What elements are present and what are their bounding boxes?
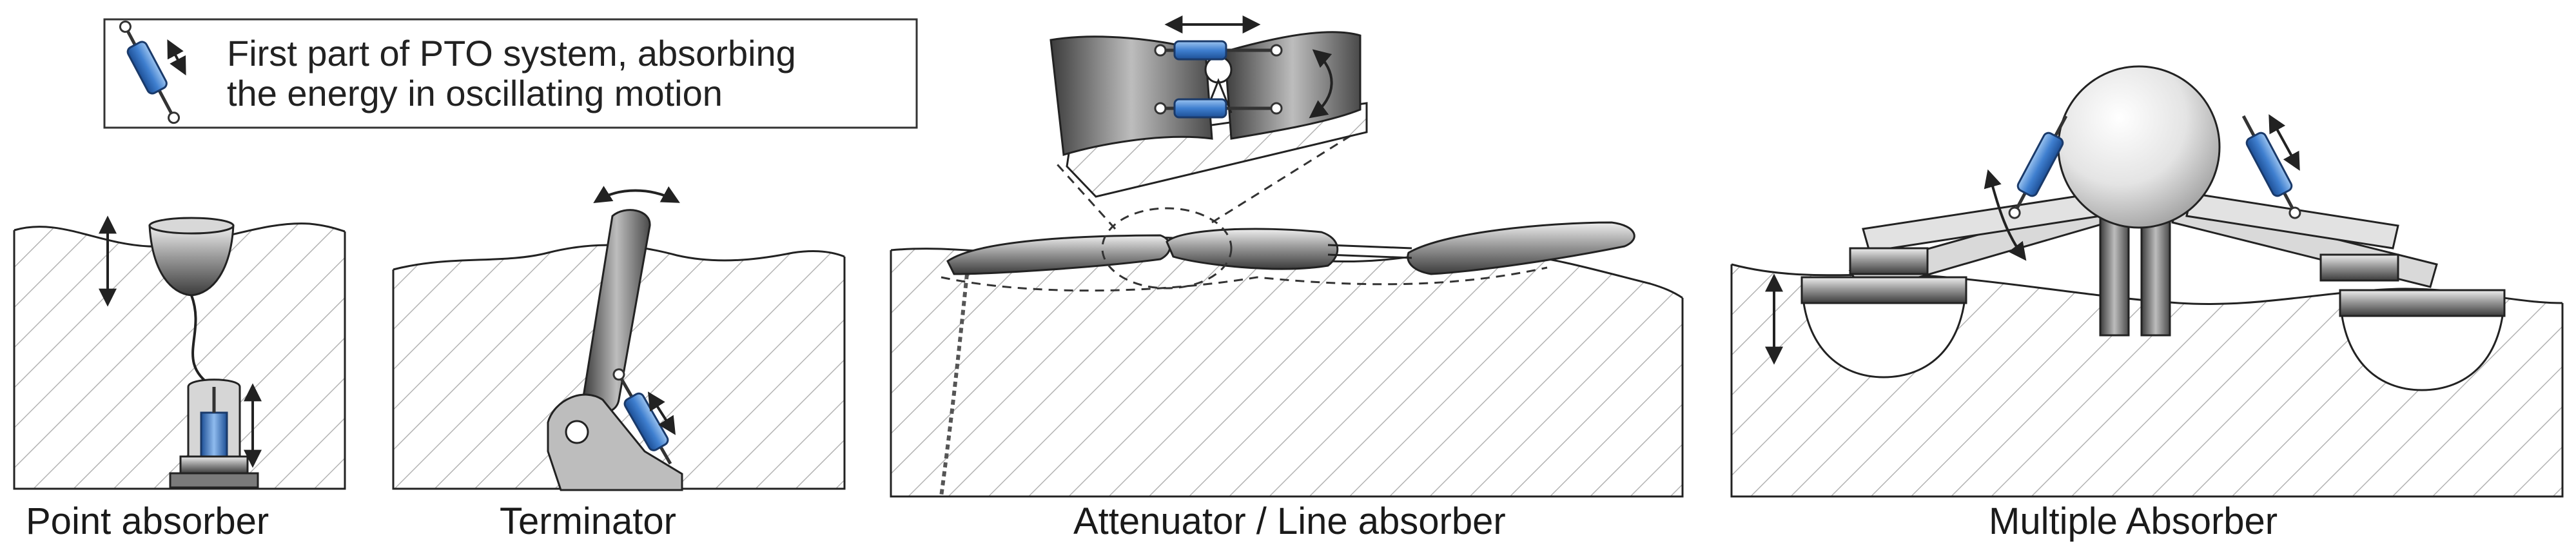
attenuator-segment-2 <box>1166 228 1339 270</box>
tether <box>190 295 214 388</box>
legend-text: First part of PTO system, absorbing the … <box>227 34 796 113</box>
attenuator-scene <box>890 15 1684 498</box>
pto-cylinder-icon <box>119 20 181 124</box>
caption-terminator: Terminator <box>500 500 676 542</box>
attenuator-segment-3 <box>1407 221 1635 275</box>
zoom-inset <box>1049 15 1368 198</box>
terminator-scene <box>392 186 846 491</box>
point-absorber-scene <box>13 215 346 490</box>
terminator-base <box>547 393 683 491</box>
seabed-pto-unit <box>169 378 259 489</box>
caption-point-absorber: Point absorber <box>26 500 269 542</box>
rotation-arrow <box>593 186 680 203</box>
central-sphere <box>2057 65 2221 229</box>
caption-multiple-absorber: Multiple Absorber <box>1989 500 2278 542</box>
water-section <box>14 223 345 489</box>
legend-line-2: the energy in oscillating motion <box>227 73 723 113</box>
legend-line-1: First part of PTO system, absorbing <box>227 33 796 74</box>
caption-attenuator: Attenuator / Line absorber <box>1073 500 1506 542</box>
multiple-absorber-scene <box>1730 65 2564 498</box>
legend-box <box>103 18 918 129</box>
double-arrow-icon <box>167 39 186 75</box>
